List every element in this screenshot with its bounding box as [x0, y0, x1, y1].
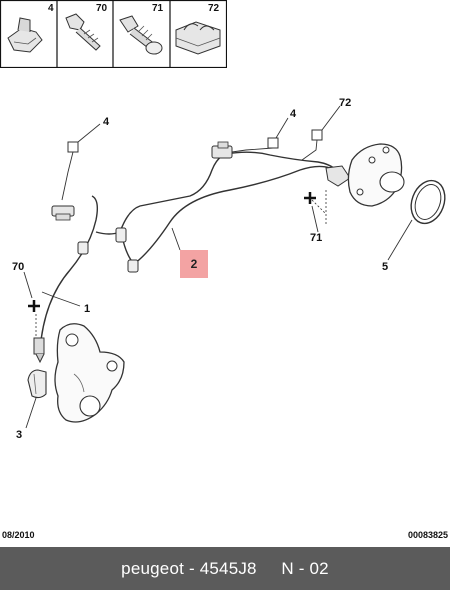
label-part-5: 5 — [382, 261, 388, 273]
label-part-2-highlight: 2 — [180, 250, 208, 278]
bolt-thumbnail-icon — [65, 13, 101, 51]
bracket-clip-thumbnail-icon — [175, 21, 221, 55]
label-part-3: 3 — [16, 429, 22, 441]
part-reference-text: peugeot - 4545J8 N - 02 — [121, 558, 329, 578]
leader-lines — [23, 105, 413, 429]
abs-tone-ring — [410, 179, 446, 225]
callout-box-4-left — [67, 141, 79, 153]
label-part-70: 70 — [12, 261, 24, 273]
harness-grommet-2 — [127, 259, 139, 273]
sensor-bracket-right — [325, 165, 351, 187]
diagram-code: 00083825 — [407, 530, 448, 540]
wheel-hub-bearing — [347, 143, 405, 207]
parts-legend-table: 4 70 71 72 — [0, 0, 227, 68]
harness-grommet-3 — [77, 241, 89, 255]
label-part-72: 72 — [339, 97, 351, 109]
harness-connector-right — [211, 141, 233, 159]
callout-box-72 — [311, 129, 323, 141]
legend-number-72: 72 — [208, 3, 220, 14]
screw-thumbnail-icon — [119, 15, 163, 55]
legend-number-4: 4 — [48, 3, 54, 14]
label-part-4-right: 4 — [290, 108, 297, 120]
legend-number-71: 71 — [152, 3, 164, 14]
steering-knuckle-left — [54, 323, 125, 423]
part-reference-bar: peugeot - 4545J8 N - 02 — [0, 547, 450, 590]
harness-grommet-1 — [115, 227, 127, 243]
harness-connector-left — [51, 205, 75, 221]
exploded-parts-diagram: 4 4 72 71 70 1 3 5 — [12, 97, 446, 441]
label-part-1: 1 — [84, 303, 90, 315]
wheel-speed-sensor — [33, 337, 45, 364]
screw-marker-70 — [28, 300, 40, 312]
label-part-4-left: 4 — [103, 116, 110, 128]
callout-box-4-right — [267, 137, 279, 149]
screw-marker-71 — [304, 192, 327, 215]
legend-number-70: 70 — [96, 3, 108, 14]
label-part-71: 71 — [310, 232, 322, 244]
clip-thumbnail-icon — [7, 17, 43, 53]
diagram-date: 08/2010 — [2, 530, 35, 540]
heat-shield-clip — [27, 369, 47, 399]
